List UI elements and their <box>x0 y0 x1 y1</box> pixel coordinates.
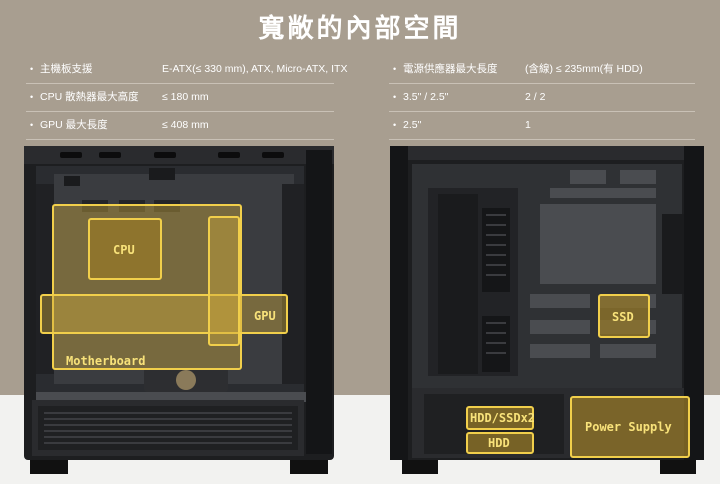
bullet: • <box>393 64 397 74</box>
hdd-ssd-label: HDD/SSDx2 <box>470 411 536 425</box>
ssd-highlight <box>598 294 650 338</box>
hdd-ssd-highlight <box>466 406 534 430</box>
spec-value: ≤ 408 mm <box>162 119 209 131</box>
case-rear-illustration <box>390 146 704 474</box>
bullet: • <box>30 64 34 74</box>
spec-row-gpu: • GPU 最大長度 ≤ 408 mm <box>26 112 334 140</box>
spec-row-psu: • 電源供應器最大長度 (含線) ≤ 235mm(有 HDD) <box>389 56 695 84</box>
motherboard-label: Motherboard <box>66 354 146 368</box>
spec-value: 2 / 2 <box>525 91 546 103</box>
spec-value: 1 <box>525 119 531 131</box>
spec-label: 2.5" <box>403 119 422 131</box>
spec-list-left: • 主機板支援 E-ATX(≤ 330 mm), ATX, Micro-ATX,… <box>26 56 347 140</box>
bullet: • <box>393 120 397 130</box>
spec-list-right: • 電源供應器最大長度 (含線) ≤ 235mm(有 HDD) • 3.5" /… <box>389 56 695 140</box>
spec-row-motherboard: • 主機板支援 E-ATX(≤ 330 mm), ATX, Micro-ATX,… <box>26 56 347 84</box>
cpu-label: CPU <box>113 243 135 257</box>
case-front-view: CPU GPU Motherboard <box>24 144 334 474</box>
case-rear-view: SSD HDD/SSDx2 HDD Power Supply <box>390 144 704 474</box>
spec-label: 3.5" / 2.5" <box>403 91 449 103</box>
spec-label: 電源供應器最大長度 <box>403 63 498 75</box>
spec-value: ≤ 180 mm <box>162 91 209 103</box>
spec-row-drive-35-25: • 3.5" / 2.5" 2 / 2 <box>389 84 695 112</box>
spec-label: CPU 散熱器最大高度 <box>40 91 139 103</box>
spec-value: E-ATX(≤ 330 mm), ATX, Micro-ATX, ITX <box>162 63 348 75</box>
bullet: • <box>393 92 397 102</box>
page-title: 寬敞的內部空間 <box>258 14 462 44</box>
spec-label: GPU 最大長度 <box>40 119 108 131</box>
power-supply-label: Power Supply <box>585 420 672 434</box>
cpu-highlight <box>88 218 162 280</box>
ssd-label: SSD <box>612 310 634 324</box>
spec-row-drive-25: • 2.5" 1 <box>389 112 695 140</box>
gpu-label: GPU <box>254 309 276 323</box>
power-supply-highlight <box>570 396 690 458</box>
bullet: • <box>30 120 34 130</box>
motherboard-highlight <box>52 204 242 370</box>
gpu-highlight <box>40 294 288 334</box>
spec-value: (含線) ≤ 235mm(有 HDD) <box>525 63 643 75</box>
hdd-highlight <box>466 432 534 454</box>
spec-row-cpu-cooler: • CPU 散熱器最大高度 ≤ 180 mm <box>26 84 334 112</box>
bullet: • <box>30 92 34 102</box>
hdd-label: HDD <box>488 436 510 450</box>
spec-label: 主機板支援 <box>40 63 93 75</box>
gpu-bracket-highlight <box>208 216 240 346</box>
